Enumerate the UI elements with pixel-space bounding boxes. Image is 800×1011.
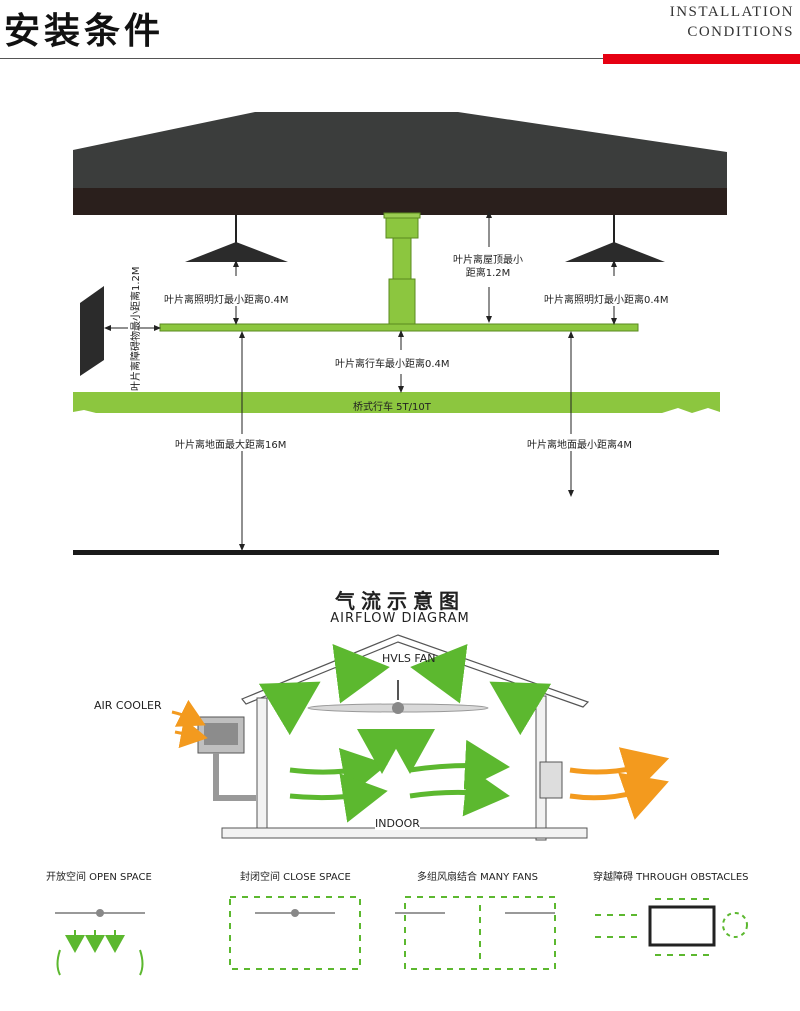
roof-beam — [73, 188, 727, 215]
house-roof — [241, 634, 590, 708]
page-title-en-line2: CONDITIONS — [687, 24, 794, 40]
page-title-en-line1: INSTALLATION — [669, 4, 794, 20]
obstacle-wall — [80, 286, 104, 376]
fan-mount-plate — [383, 212, 421, 219]
header-divider — [0, 58, 800, 59]
scenario-through-obstacles-label: 穿越障碍 THROUGH OBSTACLES — [593, 872, 749, 883]
roof-distance-line2: 距离1.2M — [465, 268, 511, 279]
page-title-en: INSTALLATION CONDITIONS — [670, 2, 794, 42]
airflow-title-cn: 气流示意图 — [335, 589, 465, 613]
crane-label: 桥式行车 5T/10T — [353, 402, 431, 413]
air-cooler-label: AIR COOLER — [94, 699, 162, 712]
crane-beam — [73, 392, 720, 413]
roof-shape — [73, 112, 727, 190]
lamp-left-icon — [185, 242, 288, 262]
house-wall-left — [256, 697, 268, 839]
fan-shaft — [392, 237, 412, 281]
indoor-label: INDOOR — [375, 817, 420, 830]
crane-distance-label: 叶片离行车最小距离0.4M — [334, 355, 451, 370]
floor-line — [73, 550, 719, 555]
ground-max-distance-label: 叶片离地面最大距离16M — [174, 436, 288, 451]
lamp-left-distance-label: 叶片离照明灯最小距离0.4M — [163, 291, 290, 306]
roof-distance-line1: 叶片离屋顶最小 — [453, 255, 523, 266]
scenario-open-space-icon — [55, 909, 145, 976]
scenario-through-obstacles-icon — [595, 898, 748, 956]
installation-diagram — [73, 112, 727, 555]
scenario-many-fans-icon — [395, 896, 556, 970]
roof-distance-label: 叶片离屋顶最小 距离1.2M — [452, 254, 524, 280]
lamp-right-icon — [565, 242, 665, 262]
obstacle-distance-label: 叶片离障碍物最小距离1.2M — [131, 266, 142, 391]
ground-min-distance-label: 叶片离地面最小距离4M — [526, 436, 633, 451]
lamp-right-distance-label: 叶片离照明灯最小距离0.4M — [543, 291, 670, 306]
page-title: 安装条件 — [4, 11, 165, 52]
fan-motor — [388, 278, 416, 325]
scenario-close-space-icon — [229, 896, 361, 970]
scenario-close-space-label: 封闭空间 CLOSE SPACE — [240, 872, 351, 883]
header-accent-bar — [603, 54, 800, 64]
scenario-open-space-label: 开放空间 OPEN SPACE — [46, 872, 152, 883]
exhaust-fan-icon — [539, 761, 563, 799]
scenario-diagrams — [55, 896, 748, 976]
hvls-fan-label: HVLS FAN — [382, 652, 436, 665]
airflow-title-en: AIRFLOW DIAGRAM — [330, 611, 470, 626]
airflow-diagram — [171, 634, 670, 841]
scenario-many-fans-label: 多组风扇结合 MANY FANS — [417, 872, 538, 883]
fan-blade — [159, 323, 639, 332]
